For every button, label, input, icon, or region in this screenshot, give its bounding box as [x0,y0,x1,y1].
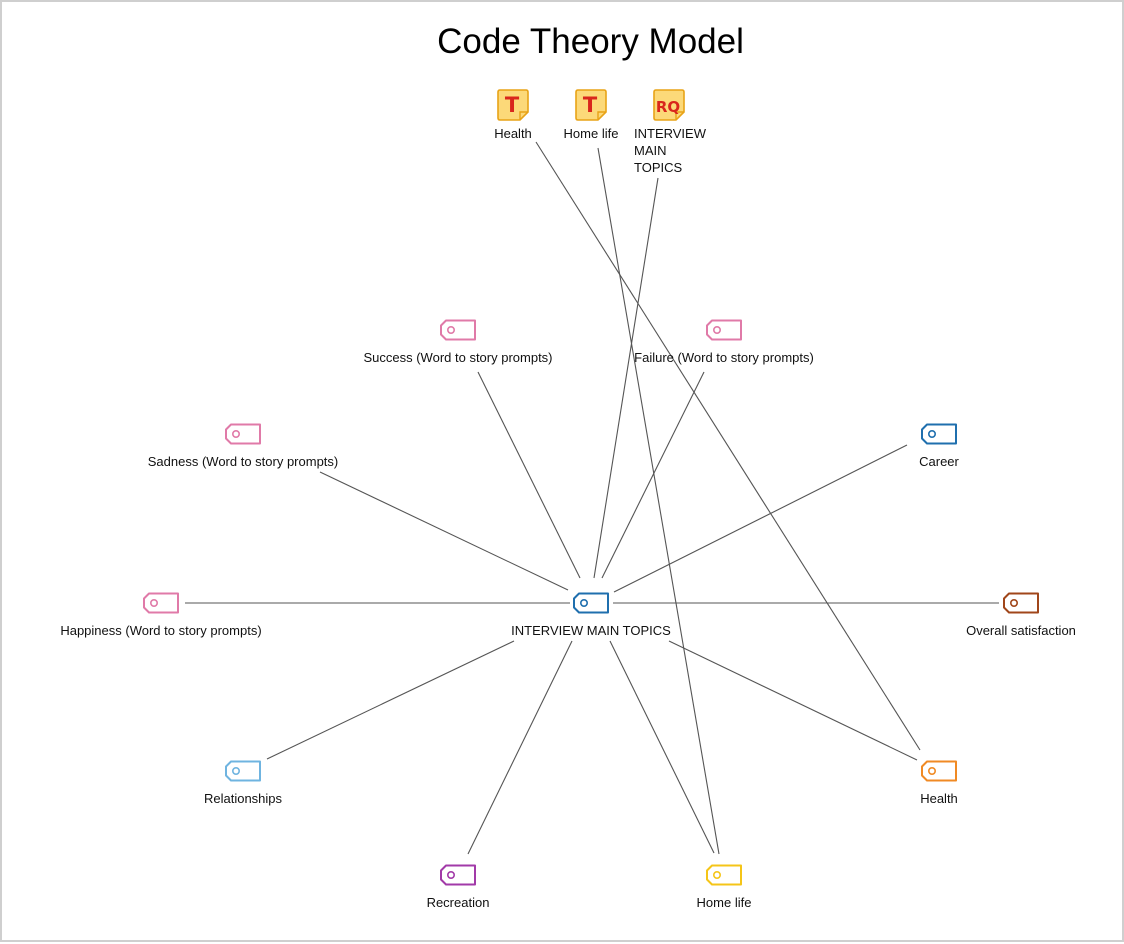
code-success-tag-icon[interactable] [440,319,476,341]
edge-code-center-to-code-sadness[interactable] [319,471,569,591]
code-happiness-label[interactable]: Happiness (Word to story prompts) [60,623,262,638]
code-overall-tag-icon[interactable] [1003,592,1039,614]
code-home-life-tag-icon[interactable] [706,864,742,886]
code-center-label[interactable]: INTERVIEW MAIN TOPICS [511,623,671,638]
edge-memo-interview-to-code-center[interactable] [593,177,659,579]
edge-code-center-to-code-recreation[interactable] [467,640,573,855]
memo-health-badge-text: T [505,93,520,117]
code-sadness-label[interactable]: Sadness (Word to story prompts) [147,454,339,469]
memo-interview-label[interactable]: INTERVIEW MAIN TOPICS [634,126,706,175]
code-failure-tag-icon[interactable] [706,319,742,341]
edge-memo-health-to-code-health[interactable] [535,141,921,751]
code-career-label[interactable]: Career [919,454,959,469]
memo-home-life-label[interactable]: Home life [563,126,619,141]
code-failure-label[interactable]: Failure (Word to story prompts) [634,350,814,365]
code-career-tag-icon[interactable] [921,423,957,445]
code-recreation-label[interactable]: Recreation [426,895,490,910]
code-center-tag-icon[interactable] [573,592,609,614]
nodes-layer: T T RQ [143,89,1039,886]
code-success-label[interactable]: Success (Word to story prompts) [363,350,553,365]
diagram-title: Code Theory Model [437,22,744,61]
code-overall-label[interactable]: Overall satisfaction [966,623,1076,638]
edge-code-center-to-code-home-life[interactable] [609,640,715,854]
memo-interview-memo-icon[interactable]: RQ [653,89,685,121]
edge-code-center-to-code-health[interactable] [668,640,918,761]
edge-code-center-to-code-career[interactable] [613,444,908,593]
code-health-tag-icon[interactable] [921,760,957,782]
edge-code-center-to-code-relationships[interactable] [266,640,515,760]
code-relationships-tag-icon[interactable] [225,760,261,782]
code-happiness-tag-icon[interactable] [143,592,179,614]
memo-health-label[interactable]: Health [494,126,532,141]
edge-code-center-to-code-failure[interactable] [601,371,705,579]
memo-home-life-memo-icon[interactable]: T [575,89,607,121]
memo-interview-badge-text: RQ [656,98,680,116]
code-relationships-label[interactable]: Relationships [203,791,283,806]
edge-code-center-to-code-success[interactable] [477,371,581,579]
code-home-life-label[interactable]: Home life [696,895,752,910]
code-health-label[interactable]: Health [920,791,958,806]
edges-layer [185,141,999,855]
edge-memo-home-life-to-code-home-life[interactable] [597,147,720,855]
code-recreation-tag-icon[interactable] [440,864,476,886]
code-sadness-tag-icon[interactable] [225,423,261,445]
memo-health-memo-icon[interactable]: T [497,89,529,121]
memo-home-life-badge-text: T [583,93,598,117]
